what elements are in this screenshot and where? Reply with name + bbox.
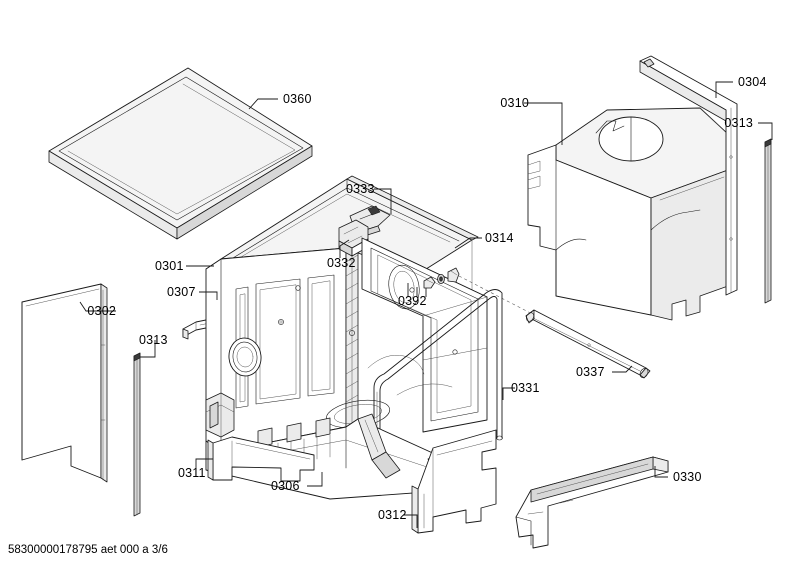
label-0333: 0333 [346, 182, 375, 196]
part-rear-back-panel [639, 55, 738, 296]
label-0306: 0306 [271, 479, 300, 493]
leader-lines [79, 81, 773, 528]
part-top-panel-worktop [48, 67, 313, 240]
label-0307: 0307 [167, 285, 196, 299]
part-insulation-shroud-cover [527, 107, 729, 321]
label-0304: 0304 [738, 75, 767, 89]
label-0360: 0360 [283, 92, 312, 106]
label-0311: 0311 [178, 466, 206, 480]
label-0310: 0310 [500, 96, 529, 110]
part-side-panel [21, 283, 108, 483]
label-0337: 0337 [576, 365, 605, 379]
label-0302: 0302 [87, 304, 116, 318]
label-0314: 0314 [485, 231, 514, 245]
label-0301: 0301 [155, 259, 184, 273]
part-fastener-set [423, 267, 541, 319]
part-support-rail-diagonal [525, 309, 651, 379]
part-labels: 0360 0310 0304 0313 0333 0332 0314 0301 … [87, 75, 766, 522]
label-0313-left: 0313 [139, 333, 168, 347]
part-inner-door-frame [361, 237, 488, 433]
part-front-base-trim [411, 429, 497, 534]
label-0331: 0331 [511, 381, 540, 395]
label-0312: 0312 [378, 508, 407, 522]
label-0332: 0332 [327, 256, 356, 270]
part-edge-strip-left [133, 352, 141, 517]
part-plinth-base-panel [515, 456, 669, 549]
footer-document-code: 58300000178795 aet 000 a 3/6 [8, 544, 168, 556]
label-0330: 0330 [673, 470, 702, 484]
part-base-bracket [207, 436, 315, 482]
label-0313-right: 0313 [724, 116, 753, 130]
label-0392: 0392 [398, 294, 427, 308]
part-edge-strip-right [764, 138, 772, 304]
